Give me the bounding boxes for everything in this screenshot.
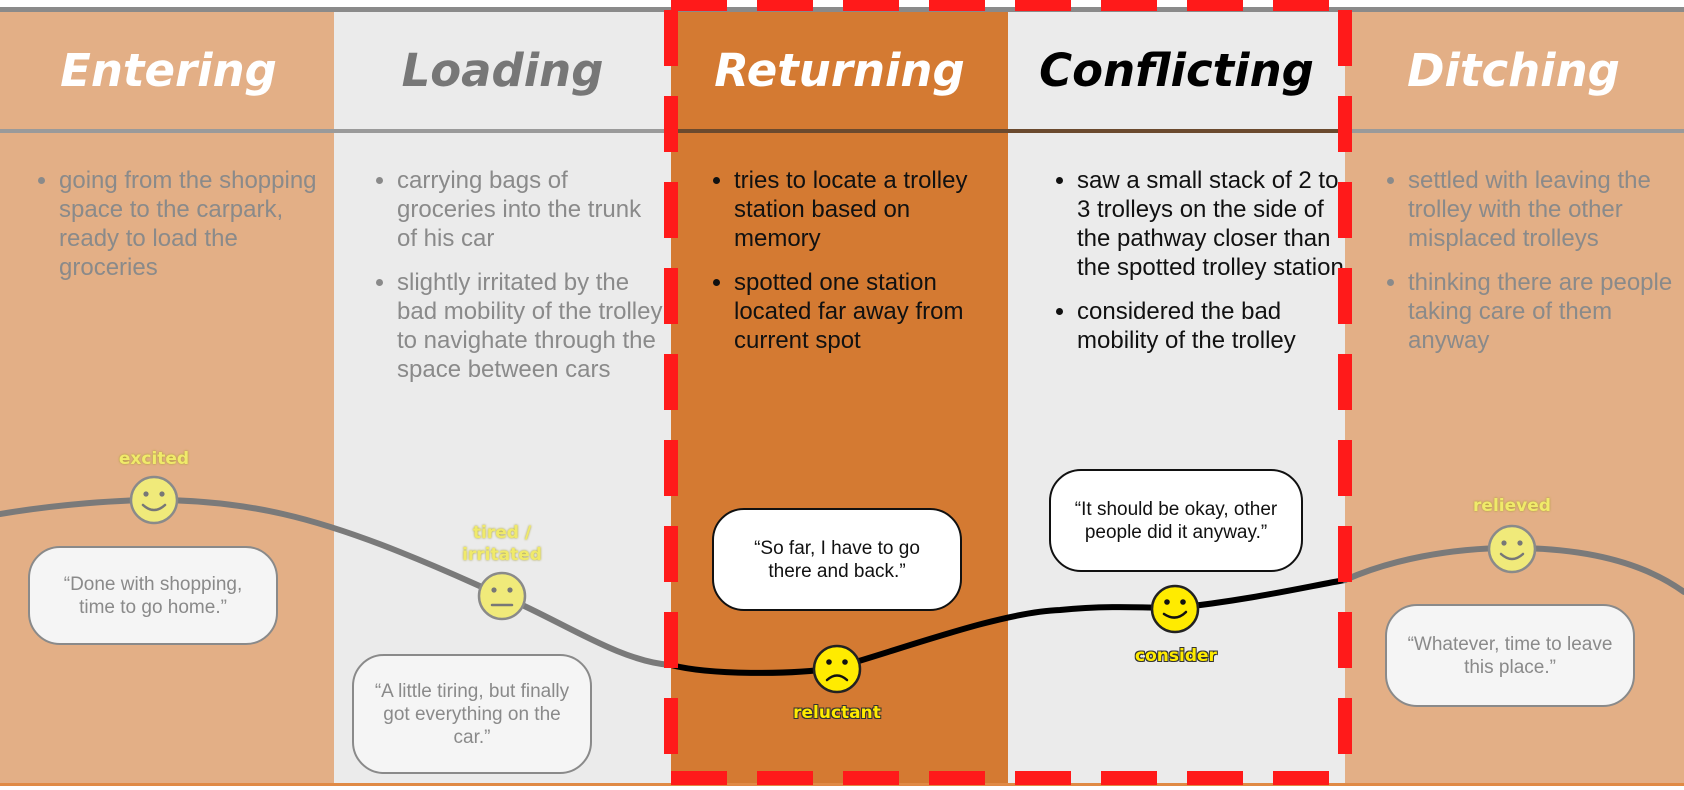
quote-text: “A little tiring, but finally got everyt… — [374, 680, 570, 748]
note-item: slightly irritated by the bad mobility o… — [397, 268, 667, 384]
quote-bubble-conflicting: “It should be okay, other people did it … — [1049, 469, 1303, 572]
stage-title-loading: Loading — [401, 44, 604, 97]
header-divider-highlight — [671, 129, 1345, 133]
notes-returning: tries to locate a trolley station based … — [708, 166, 994, 370]
emotion-label-ditching: relieved — [1473, 496, 1551, 516]
neutral-face-icon — [477, 571, 527, 621]
stage-column-conflicting — [1008, 10, 1345, 785]
bottom-divider — [0, 783, 1684, 786]
quote-text: “It should be okay, other people did it … — [1074, 498, 1278, 543]
note-item: considered the bad mobility of the troll… — [1077, 297, 1357, 355]
note-item: saw a small stack of 2 to 3 trolleys on … — [1077, 166, 1357, 282]
emotion-label-returning: reluctant — [793, 703, 881, 723]
notes-conflicting: saw a small stack of 2 to 3 trolleys on … — [1051, 166, 1357, 370]
note-item: thinking there are people taking care of… — [1408, 268, 1684, 355]
quote-text: “Whatever, time to leave this place.” — [1407, 633, 1613, 678]
quote-text: “Done with shopping, time to go home.” — [63, 573, 243, 618]
quote-bubble-ditching: “Whatever, time to leave this place.” — [1385, 604, 1635, 707]
note-item: settled with leaving the trolley with th… — [1408, 166, 1684, 253]
stage-title-entering: Entering — [60, 44, 277, 97]
note-item: spotted one station located far away fro… — [734, 268, 994, 355]
note-item: tries to locate a trolley station based … — [734, 166, 994, 253]
stage-title-ditching: Ditching — [1407, 44, 1620, 97]
emotion-label-loading: tired / irritated — [462, 523, 542, 565]
quote-bubble-entering: “Done with shopping, time to go home.” — [28, 546, 278, 645]
top-divider — [0, 7, 1684, 12]
note-item: carrying bags of groceries into the trun… — [397, 166, 667, 253]
happy-face-icon — [1487, 524, 1537, 574]
happy-face-icon — [129, 475, 179, 525]
stage-title-returning: Returning — [714, 44, 965, 97]
quote-bubble-loading: “A little tiring, but finally got everyt… — [352, 654, 592, 774]
happy-face-icon — [1150, 584, 1200, 634]
notes-entering: going from the shopping space to the car… — [33, 166, 339, 297]
emotion-label-entering: excited — [118, 449, 190, 469]
emotion-curve-highlighted — [668, 577, 1348, 676]
quote-text: “So far, I have to go there and back.” — [754, 537, 920, 582]
sad-face-icon — [812, 644, 862, 694]
stage-title-conflicting: Conflicting — [1039, 44, 1314, 97]
note-item: going from the shopping space to the car… — [59, 166, 339, 282]
emotion-curve-past — [0, 496, 674, 668]
highlight-frame — [664, 0, 1352, 785]
quote-bubble-returning: “So far, I have to go there and back.” — [712, 508, 962, 611]
stage-column-entering — [0, 10, 334, 785]
emotion-label-conflicting: consider — [1135, 646, 1217, 666]
notes-loading: carrying bags of groceries into the trun… — [371, 166, 667, 399]
notes-ditching: settled with leaving the trolley with th… — [1382, 166, 1684, 370]
